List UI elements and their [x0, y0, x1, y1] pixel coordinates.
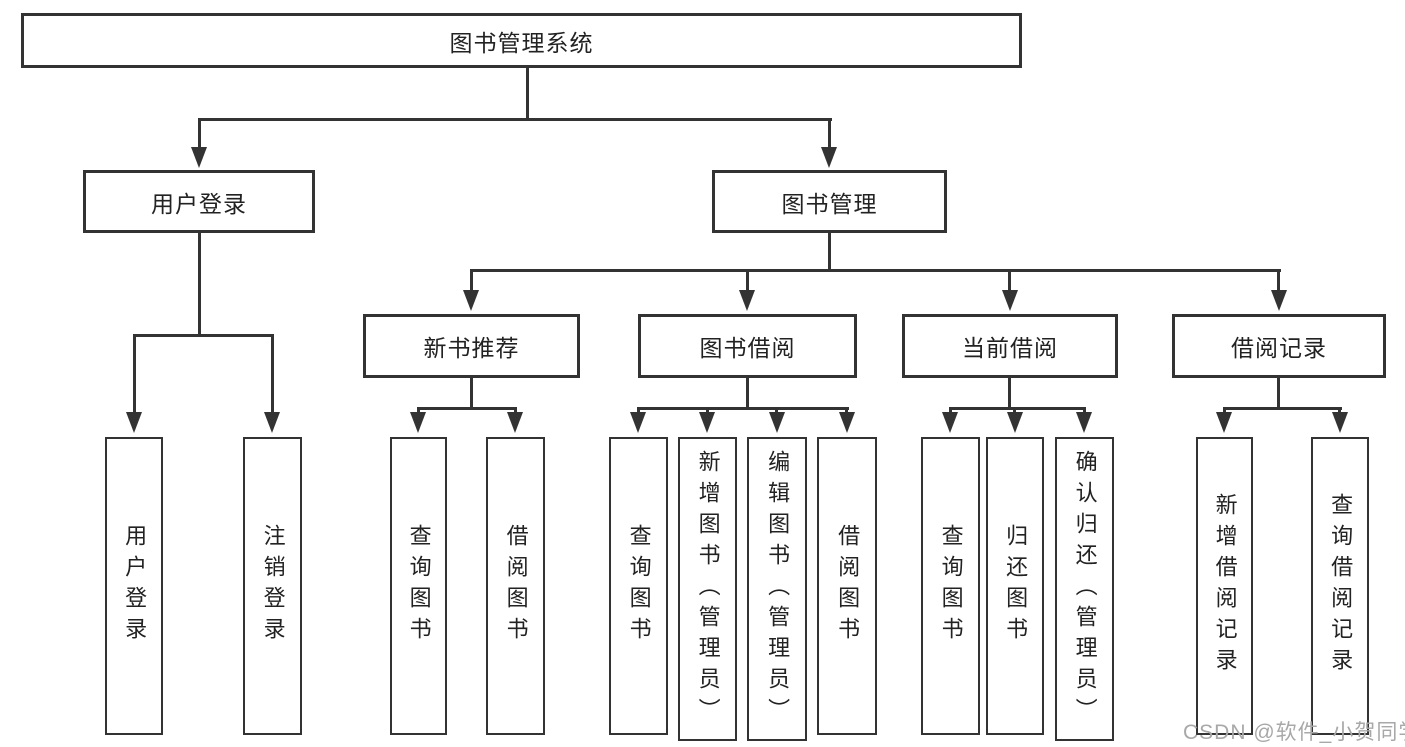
leaf-current-return-books-label: 归还图书: [1003, 524, 1029, 648]
arrow-to-book-management: [821, 147, 837, 168]
connector-book-borrowing-branch: [637, 407, 849, 410]
connector-drop-new-book-recommend: [470, 269, 473, 290]
connector-current-borrowing-stem: [1008, 378, 1011, 409]
leaf-borrowing-add-books: 新增图书（管理员）: [678, 437, 737, 741]
node-current-borrowing-label: 当前借阅: [962, 335, 1058, 361]
arrow-to-user-login: [191, 147, 207, 168]
connector-drop-records-add: [1223, 407, 1226, 414]
arrow-to-leaf-logout: [264, 412, 280, 433]
arrow-to-borrowing-query: [630, 412, 646, 433]
connector-book-borrowing-stem: [746, 378, 749, 409]
arrow-to-current-query: [942, 412, 958, 433]
node-book-management-label: 图书管理: [781, 190, 878, 217]
leaf-current-return-books: 归还图书: [986, 437, 1044, 735]
leaf-user-login-label: 用户登录: [122, 524, 148, 648]
leaf-logout-label: 注销登录: [260, 524, 286, 648]
node-new-book-recommend-label: 新书推荐: [423, 335, 520, 361]
connector-drop-borrowing-edit: [775, 407, 778, 414]
connector-drop-user-login: [198, 118, 201, 150]
connector-drop-recommend-query: [417, 407, 420, 414]
leaf-borrowing-query-books: 查询图书: [609, 437, 668, 735]
arrow-to-recommend-borrow: [507, 412, 523, 433]
connector-drop-records-query: [1338, 407, 1341, 414]
leaf-user-login: 用户登录: [105, 437, 163, 735]
node-borrowing-records-label: 借阅记录: [1231, 335, 1327, 361]
arrow-to-new-book-recommend: [463, 290, 479, 311]
arrow-to-current-return: [1007, 412, 1023, 433]
watermark: CSDN @软件_小贺同学: [1183, 721, 1405, 744]
arrow-to-current-confirm: [1076, 412, 1092, 433]
leaf-borrowing-edit-books: 编辑图书（管理员）: [747, 437, 807, 741]
connector-user-login-stem: [198, 233, 201, 337]
arrow-to-book-borrowing: [739, 290, 755, 311]
connector-drop-borrowing-add: [706, 407, 709, 414]
leaf-recommend-borrow-books: 借阅图书: [486, 437, 545, 735]
connector-drop-borrowing-borrow: [845, 407, 848, 414]
connector-drop-leaf-logout: [271, 334, 274, 414]
arrow-to-leaf-user-login: [126, 412, 142, 433]
connector-drop-recommend-borrow: [514, 407, 517, 414]
node-user-login: 用户登录: [83, 170, 315, 233]
leaf-logout: 注销登录: [243, 437, 302, 735]
arrow-to-current-borrowing: [1002, 290, 1018, 311]
arrow-to-borrowing-borrow: [839, 412, 855, 433]
connector-user-login-branch: [133, 334, 274, 337]
connector-drop-leaf-user-login: [133, 334, 136, 414]
arrow-to-borrowing-add: [699, 412, 715, 433]
leaf-current-query-books-label: 查询图书: [938, 524, 964, 648]
arrow-to-borrowing-edit: [769, 412, 785, 433]
node-root: 图书管理系统: [21, 13, 1022, 68]
node-root-label: 图书管理系统: [449, 29, 594, 56]
leaf-records-query-record-label: 查询借阅记录: [1328, 493, 1354, 679]
leaf-recommend-borrow-books-label: 借阅图书: [503, 524, 529, 648]
connector-borrowing-records-branch: [1223, 407, 1342, 410]
connector-current-borrowing-branch: [949, 407, 1086, 410]
arrow-to-records-add: [1216, 412, 1232, 433]
leaf-borrowing-edit-books-label: 编辑图书（管理员）: [765, 449, 791, 729]
connector-drop-current-query: [949, 407, 952, 414]
node-book-management: 图书管理: [712, 170, 947, 233]
connector-borrowing-records-stem: [1277, 378, 1280, 409]
leaf-recommend-query-books: 查询图书: [390, 437, 447, 735]
node-book-borrowing-label: 图书借阅: [699, 335, 796, 361]
leaf-borrowing-add-books-label: 新增图书（管理员）: [695, 449, 721, 729]
node-borrowing-records: 借阅记录: [1172, 314, 1386, 378]
connector-new-book-recommend-stem: [470, 378, 473, 409]
connector-root-stem: [526, 68, 529, 121]
connector-drop-borrowing-query: [637, 407, 640, 414]
leaf-records-query-record: 查询借阅记录: [1311, 437, 1369, 735]
connector-drop-current-confirm: [1083, 407, 1086, 414]
node-current-borrowing: 当前借阅: [902, 314, 1118, 378]
arrow-to-recommend-query: [410, 412, 426, 433]
connector-new-book-recommend-branch: [417, 407, 517, 410]
leaf-current-confirm-return: 确认归还（管理员）: [1055, 437, 1114, 741]
leaf-borrowing-borrow-books-label: 借阅图书: [835, 524, 861, 648]
node-user-login-label: 用户登录: [151, 190, 247, 217]
connector-drop-book-management: [828, 118, 831, 150]
node-book-borrowing: 图书借阅: [638, 314, 857, 378]
connector-drop-current-return: [1013, 407, 1016, 414]
connector-root-branch: [198, 118, 832, 121]
leaf-current-confirm-return-label: 确认归还（管理员）: [1072, 449, 1098, 729]
leaf-borrowing-borrow-books: 借阅图书: [817, 437, 877, 735]
connector-drop-current-borrowing: [1008, 269, 1011, 290]
leaf-records-add-record: 新增借阅记录: [1196, 437, 1253, 735]
leaf-borrowing-query-books-label: 查询图书: [626, 524, 652, 648]
leaf-records-add-record-label: 新增借阅记录: [1212, 493, 1238, 679]
node-new-book-recommend: 新书推荐: [363, 314, 580, 378]
connector-book-management-branch: [470, 269, 1281, 272]
connector-drop-book-borrowing: [746, 269, 749, 290]
leaf-recommend-query-books-label: 查询图书: [406, 524, 432, 648]
arrow-to-records-query: [1332, 412, 1348, 433]
connector-book-management-stem: [828, 233, 831, 271]
arrow-to-borrowing-records: [1271, 290, 1287, 311]
connector-drop-borrowing-records: [1277, 269, 1280, 290]
leaf-current-query-books: 查询图书: [921, 437, 980, 735]
